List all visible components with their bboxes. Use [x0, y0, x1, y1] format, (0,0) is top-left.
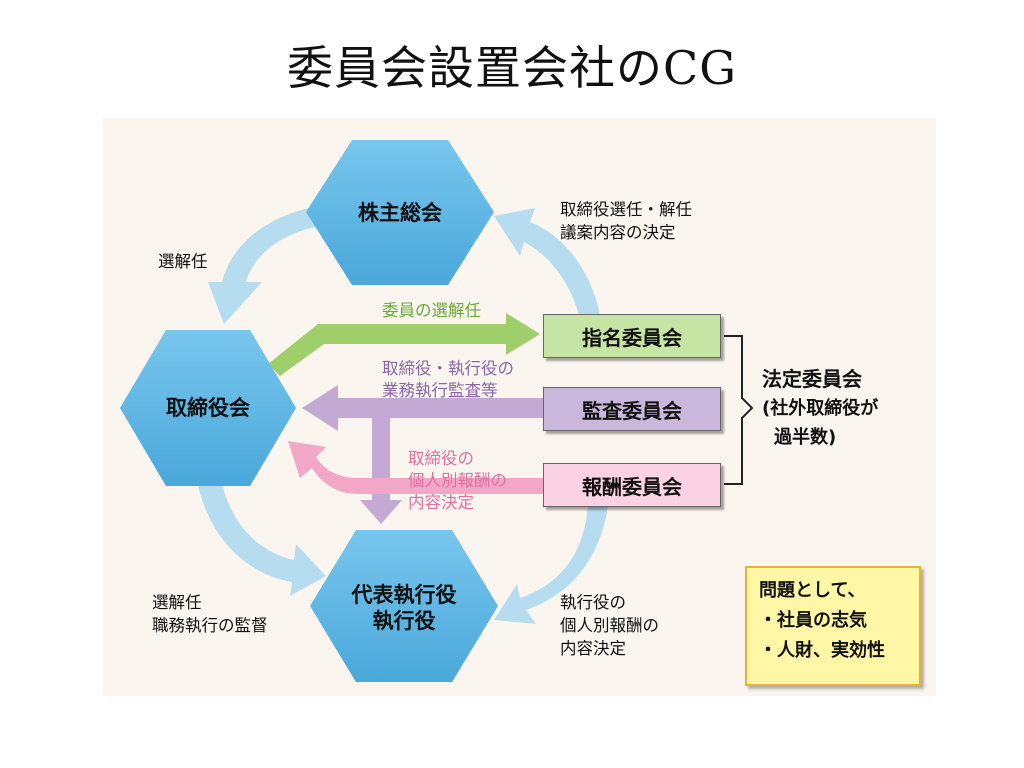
- issues-heading: 問題として、: [759, 580, 866, 601]
- arrow-committees-to-executives: [494, 506, 608, 624]
- statutory-label-1: 法定委員会: [762, 367, 862, 391]
- label-audit-1: 取締役・執行役の: [382, 359, 514, 378]
- statutory-label-3: 過半数): [774, 427, 837, 448]
- hexagon-executives: [310, 530, 498, 682]
- arrow-committees-to-shareholders: [494, 208, 602, 330]
- compensation-committee-box: 報酬委員会: [543, 463, 721, 507]
- issues-item-morale: ・社員の志気: [759, 610, 867, 631]
- hexagon-board: [120, 330, 296, 486]
- issues-note: 問題として、 ・社員の志気 ・人財、実効性: [745, 566, 921, 686]
- label-exec-comp-3: 内容決定: [560, 639, 626, 658]
- statutory-bracket: [724, 335, 754, 485]
- nomination-committee-box: 指名委員会: [543, 314, 721, 358]
- pink-arrow: [288, 441, 545, 494]
- label-audit-2: 業務執行監査等: [382, 381, 498, 400]
- arrow-board-to-executives: [198, 484, 326, 596]
- label-board-election: 取締役選任・解任: [560, 200, 692, 219]
- label-supervision: 職務執行の監督: [152, 616, 268, 635]
- node-board: 取締役会: [166, 395, 250, 420]
- page-title: 委員会設置会社のCG: [287, 41, 737, 95]
- label-proposal-decision: 議案内容の決定: [560, 223, 676, 242]
- node-executives-line1: 代表執行役: [351, 582, 457, 607]
- purple-arrow: [302, 385, 545, 524]
- label-appoint-dismiss-bottom: 選解任: [152, 593, 202, 612]
- label-pink-3: 内容決定: [408, 493, 474, 512]
- audit-committee-box: 監査委員会: [543, 387, 721, 431]
- issues-item-talent: ・人財、実効性: [759, 640, 885, 661]
- node-shareholders: 株主総会: [358, 200, 442, 225]
- arrow-shareholders-to-board: [208, 206, 320, 324]
- label-exec-comp-2: 個人別報酬の: [560, 616, 659, 635]
- node-executives-line2: 執行役: [372, 609, 436, 633]
- label-member-election: 委員の選解任: [382, 301, 481, 320]
- green-arrow: [268, 313, 540, 376]
- statutory-label-2: (社外取締役が: [762, 398, 879, 419]
- node-executives: 代表執行役 執行役: [310, 578, 498, 638]
- label-exec-comp-1: 執行役の: [560, 593, 626, 612]
- hexagon-shareholders: [306, 140, 494, 285]
- label-pink-1: 取締役の: [408, 449, 474, 468]
- label-pink-2: 個人別報酬の: [408, 471, 507, 490]
- cycle-arrows: [198, 206, 608, 624]
- label-appoint-dismiss-top: 選解任: [158, 252, 208, 271]
